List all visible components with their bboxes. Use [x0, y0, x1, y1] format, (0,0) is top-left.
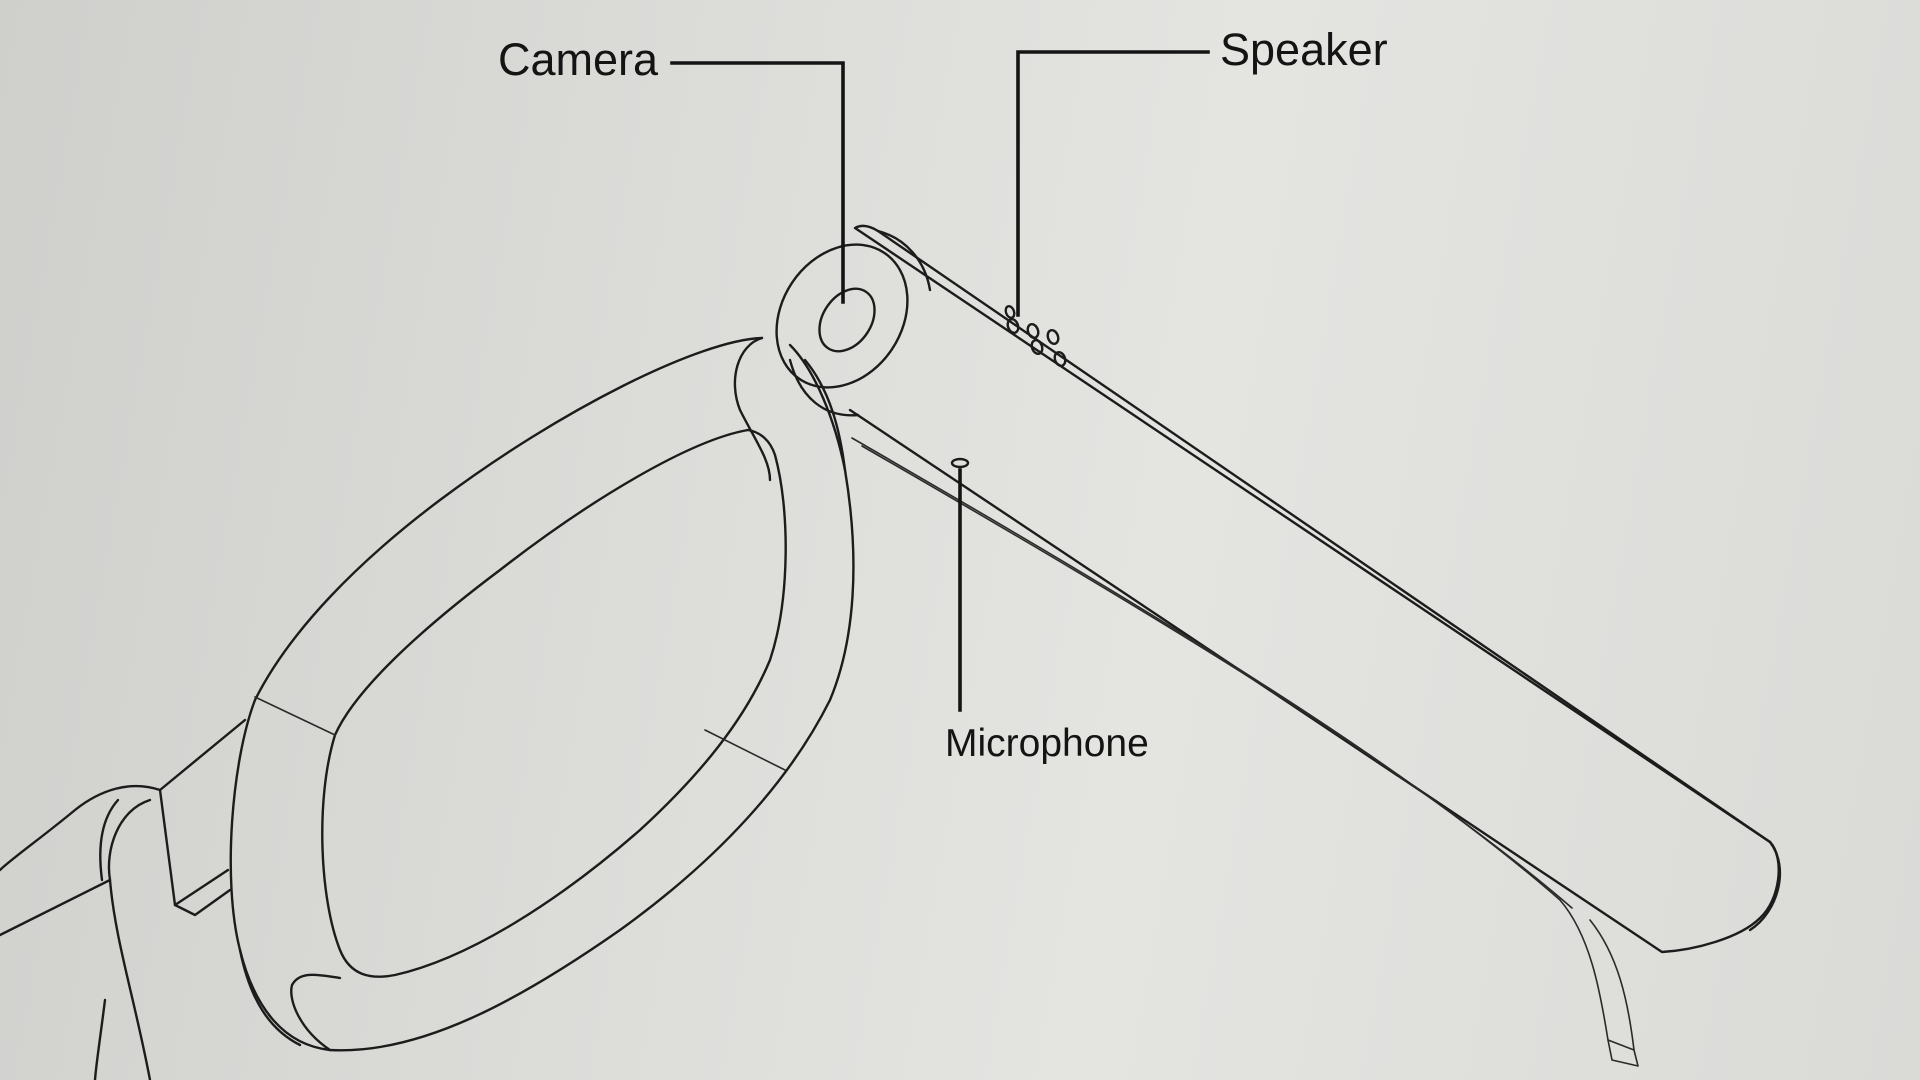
microphone-label: Microphone — [945, 722, 1149, 765]
microphone-hole-icon — [950, 457, 970, 469]
camera-lens-icon — [818, 287, 876, 353]
speaker-holes-icon — [1004, 304, 1067, 367]
temple-arm — [848, 224, 1782, 1067]
speaker-label: Speaker — [1220, 24, 1388, 75]
camera-leader-line — [670, 61, 845, 304]
camera-label: Camera — [498, 34, 659, 85]
speaker-leader-line — [1016, 50, 1210, 317]
lens-frame — [229, 336, 855, 1052]
bridge-and-second-lens — [0, 718, 247, 1080]
camera-barrel — [775, 229, 932, 417]
